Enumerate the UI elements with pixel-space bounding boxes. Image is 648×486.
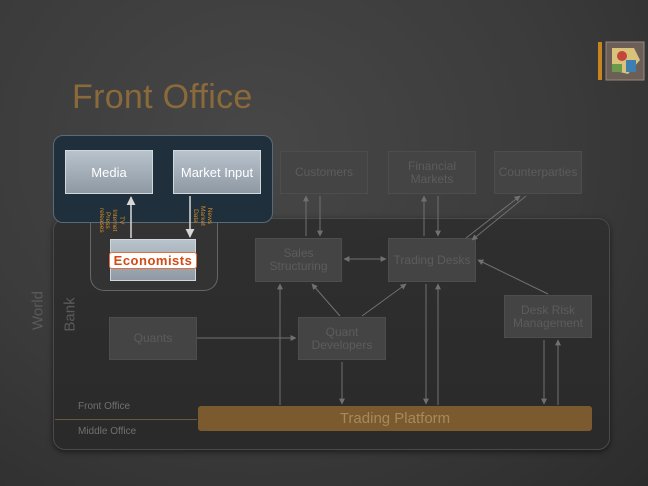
trading-platform-bar: Trading Platform (198, 406, 592, 431)
market-input-label: Market Input (180, 164, 254, 180)
trading-platform-label: Trading Platform (339, 410, 451, 427)
arrow-risk-to-desks (477, 259, 549, 295)
front-office-label: Front Office (78, 401, 131, 412)
counterparties-box: Counterparties (494, 151, 582, 194)
sales-structuring-label: Sales Structuring (269, 246, 328, 273)
arrow-developers-to-sales (311, 283, 341, 317)
sales-structuring-box: Sales Structuring (255, 238, 342, 282)
financial-markets-label: Financial Markets (407, 158, 457, 186)
economists-label: Economists (108, 251, 198, 269)
economists-box: Economists (108, 239, 198, 281)
customers-label: Customers (294, 165, 353, 179)
arrow-desks-to-counterparties (465, 195, 521, 239)
customers-box: Customers (280, 151, 368, 194)
media-label: Media (91, 164, 127, 180)
quant-developers-box: Quant Developers (298, 317, 386, 360)
quants-box: Quants (109, 317, 197, 360)
market-input-box: Market Input (173, 150, 261, 194)
trading-desks-box: Trading Desks (388, 238, 476, 282)
page-title: Front Office (72, 78, 253, 116)
office-divider (55, 419, 197, 420)
media-box: Media (65, 150, 153, 194)
counterparties-label: Counterparties (498, 165, 578, 179)
quant-developers-label: Quant Developers (311, 324, 373, 352)
desk-risk-management-label: Desk Risk Management (512, 302, 584, 330)
arrow-counterparties-to-desks (471, 195, 527, 241)
quants-label: Quants (133, 331, 173, 345)
desk-risk-management-box: Desk Risk Management (504, 295, 592, 338)
logo-icon (598, 41, 645, 81)
trading-desks-label: Trading Desks (393, 252, 471, 267)
financial-markets-box: Financial Markets (388, 151, 476, 194)
arrow-developers-to-desks (361, 283, 407, 317)
middle-office-label: Middle Office (78, 426, 137, 437)
